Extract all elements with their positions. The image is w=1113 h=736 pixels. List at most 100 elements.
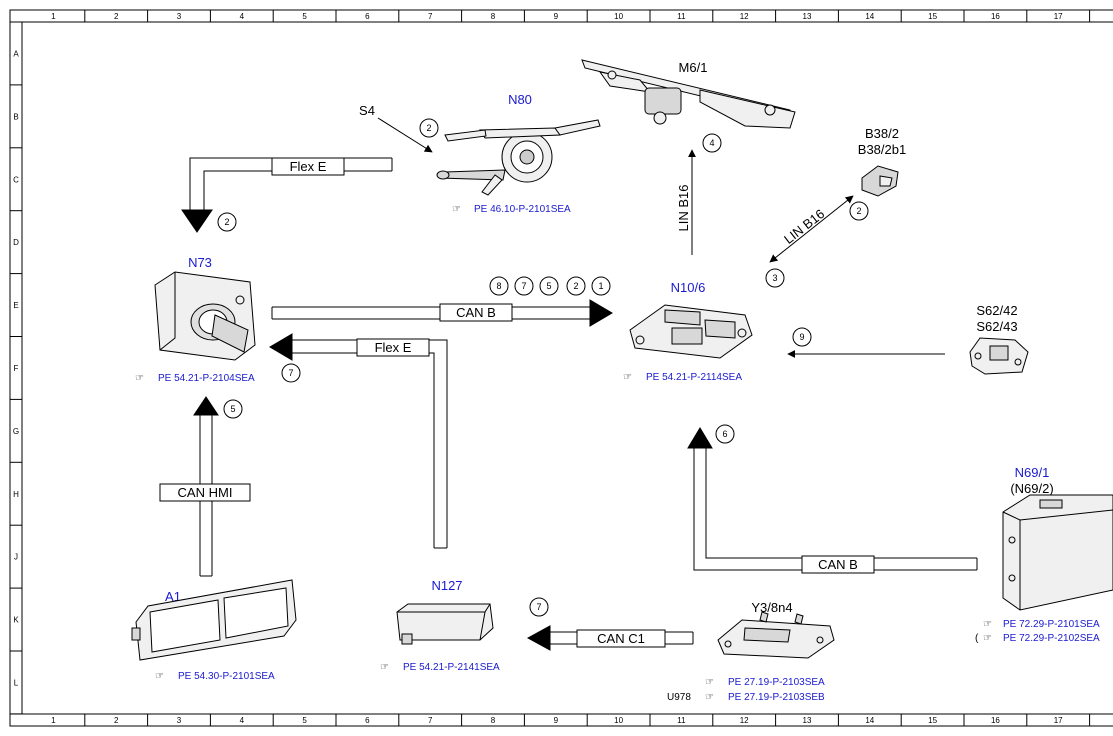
grid-row-A: A [13, 49, 19, 58]
grid-row-L: L [14, 678, 19, 687]
bus-label-can-c1: CAN C1 [576, 629, 666, 648]
a1-component: A1 ☞ PE 54.30-P-2101SEA [131, 579, 297, 682]
y3-8n4-component: Y3/8n4 ☞ PE 27.19-P-2103SEA U978 ☞ PE 27… [667, 600, 835, 703]
n80-drawing [436, 119, 601, 196]
grid-col-bottom-4: 4 [240, 716, 245, 725]
flex-e-mid-wire [269, 333, 448, 549]
marker-can-b-up: 6 [715, 424, 735, 444]
n73-drawing [154, 271, 256, 361]
marker-m6-lin: 4 [702, 133, 722, 153]
n10-6-ref-icon: ☞ [623, 372, 632, 383]
a1-ref-icon: ☞ [155, 671, 164, 682]
m6-1-drawing [581, 59, 796, 129]
grid-row-B: B [13, 112, 18, 121]
y3-8n4-ref2-icon: ☞ [705, 692, 714, 703]
grid-col-top-9: 9 [554, 12, 559, 21]
n127-ref[interactable]: PE 54.21-P-2141SEA [403, 662, 500, 673]
svg-text:2: 2 [573, 281, 578, 291]
grid-col-top-6: 6 [365, 12, 370, 21]
grid-col-bottom-7: 7 [428, 716, 433, 725]
m6-1-label: M6/1 [679, 60, 708, 75]
grid-col-top-17: 17 [1054, 12, 1063, 21]
svg-text:7: 7 [288, 368, 293, 378]
n80-ref[interactable]: PE 46.10-P-2101SEA [474, 204, 571, 215]
bus-label-flex-e-mid: Flex E [356, 338, 430, 357]
s62-component: S62/42 S62/43 [969, 303, 1029, 375]
n69-1-ref2[interactable]: PE 72.29-P-2102SEA [1003, 633, 1100, 644]
n127-drawing [396, 603, 494, 645]
grid-columns: 1122334455667788991010111112121313141415… [51, 10, 1091, 726]
can-b-lower-label: CAN B [818, 557, 858, 572]
n127-ref-icon: ☞ [380, 662, 389, 673]
n69-1-ref1-icon: ☞ [983, 619, 992, 630]
n69-1-ref2-prefix: ( [975, 633, 979, 644]
svg-text:9: 9 [799, 332, 804, 342]
grid-col-bottom-14: 14 [865, 716, 874, 725]
bus-label-can-b-lower: CAN B [801, 555, 875, 574]
b38-2-drawing [861, 165, 899, 197]
y3-8n4-drawing [717, 611, 835, 659]
grid-col-bottom-3: 3 [177, 716, 182, 725]
y3-8n4-ref1-icon: ☞ [705, 677, 714, 688]
number-markers: 2 2 4 2 3 8 7 5 2 1 9 7 5 6 7 [217, 118, 869, 617]
marker-b38-lin: 2 [849, 201, 869, 221]
s62-label: S62/42 [976, 303, 1017, 318]
m6-1-component: M6/1 [581, 59, 796, 129]
flex-e-top-label: Flex E [290, 159, 327, 174]
grid-row-C: C [13, 175, 19, 184]
b38-2-component: B38/2 B38/2b1 [858, 126, 906, 197]
y3-8n4-ref1[interactable]: PE 27.19-P-2103SEA [728, 677, 825, 688]
grid-col-top-8: 8 [491, 12, 496, 21]
grid-row-E: E [13, 301, 18, 310]
b38-2-label: B38/2 [865, 126, 899, 141]
marker-can-b-3: 2 [566, 276, 586, 296]
svg-text:3: 3 [772, 273, 777, 283]
grid-row-G: G [13, 427, 19, 436]
grid-col-top-13: 13 [803, 12, 812, 21]
n10-6-ref[interactable]: PE 54.21-P-2114SEA [646, 372, 742, 383]
grid-col-bottom-11: 11 [677, 716, 686, 725]
grid-col-bottom-15: 15 [928, 716, 937, 725]
flex-e-mid-label: Flex E [375, 340, 412, 355]
svg-text:1: 1 [598, 281, 603, 291]
grid-col-top-4: 4 [240, 12, 245, 21]
bus-label-flex-e-top: Flex E [271, 157, 345, 176]
grid-col-bottom-12: 12 [740, 716, 749, 725]
grid-row-J: J [14, 553, 18, 562]
grid-col-bottom-13: 13 [803, 716, 812, 725]
can-b-main-label: CAN B [456, 305, 496, 320]
a1-label: A1 [165, 589, 181, 604]
b38-2-sublabel: B38/2b1 [858, 142, 906, 157]
grid-col-bottom-10: 10 [614, 716, 623, 725]
svg-text:7: 7 [536, 602, 541, 612]
can-c1-label: CAN C1 [597, 631, 645, 646]
s62-drawing [969, 337, 1029, 375]
y3-8n4-label: Y3/8n4 [751, 600, 792, 615]
s62-sublabel: S62/43 [976, 319, 1017, 334]
svg-text:4: 4 [709, 138, 714, 148]
grid-col-bottom-17: 17 [1054, 716, 1063, 725]
n73-component: N73 ☞ PE 54.21-P-2104SEA [135, 255, 256, 384]
svg-text:2: 2 [426, 123, 431, 133]
y3-8n4-ref2[interactable]: PE 27.19-P-2103SEB [728, 692, 825, 703]
a1-ref[interactable]: PE 54.30-P-2101SEA [178, 671, 275, 682]
n69-1-ref1[interactable]: PE 72.29-P-2101SEA [1003, 619, 1100, 630]
lin-b16-vertical-label: LIN B16 [676, 185, 691, 232]
svg-text:2: 2 [224, 217, 229, 227]
grid-col-bottom-8: 8 [491, 716, 496, 725]
marker-can-b-1: 7 [514, 276, 534, 296]
bus-label-can-b-main: CAN B [439, 303, 513, 322]
grid-col-top-2: 2 [114, 12, 119, 21]
grid-col-top-16: 16 [991, 12, 1000, 21]
marker-can-b-2: 5 [539, 276, 559, 296]
n69-1-component: N69/1 (N69/2) ☞ PE 72.29-P-2101SEA ( ☞ P… [975, 465, 1113, 644]
s4-label: S4 [359, 103, 375, 118]
grid-row-F: F [14, 364, 19, 373]
grid-col-bottom-6: 6 [365, 716, 370, 725]
svg-text:7: 7 [521, 281, 526, 291]
grid-col-top-3: 3 [177, 12, 182, 21]
marker-can-b-4: 1 [591, 276, 611, 296]
n73-ref[interactable]: PE 54.21-P-2104SEA [158, 373, 255, 384]
lin-b16-diagonal-line [769, 195, 854, 263]
grid-col-top-12: 12 [740, 12, 749, 21]
